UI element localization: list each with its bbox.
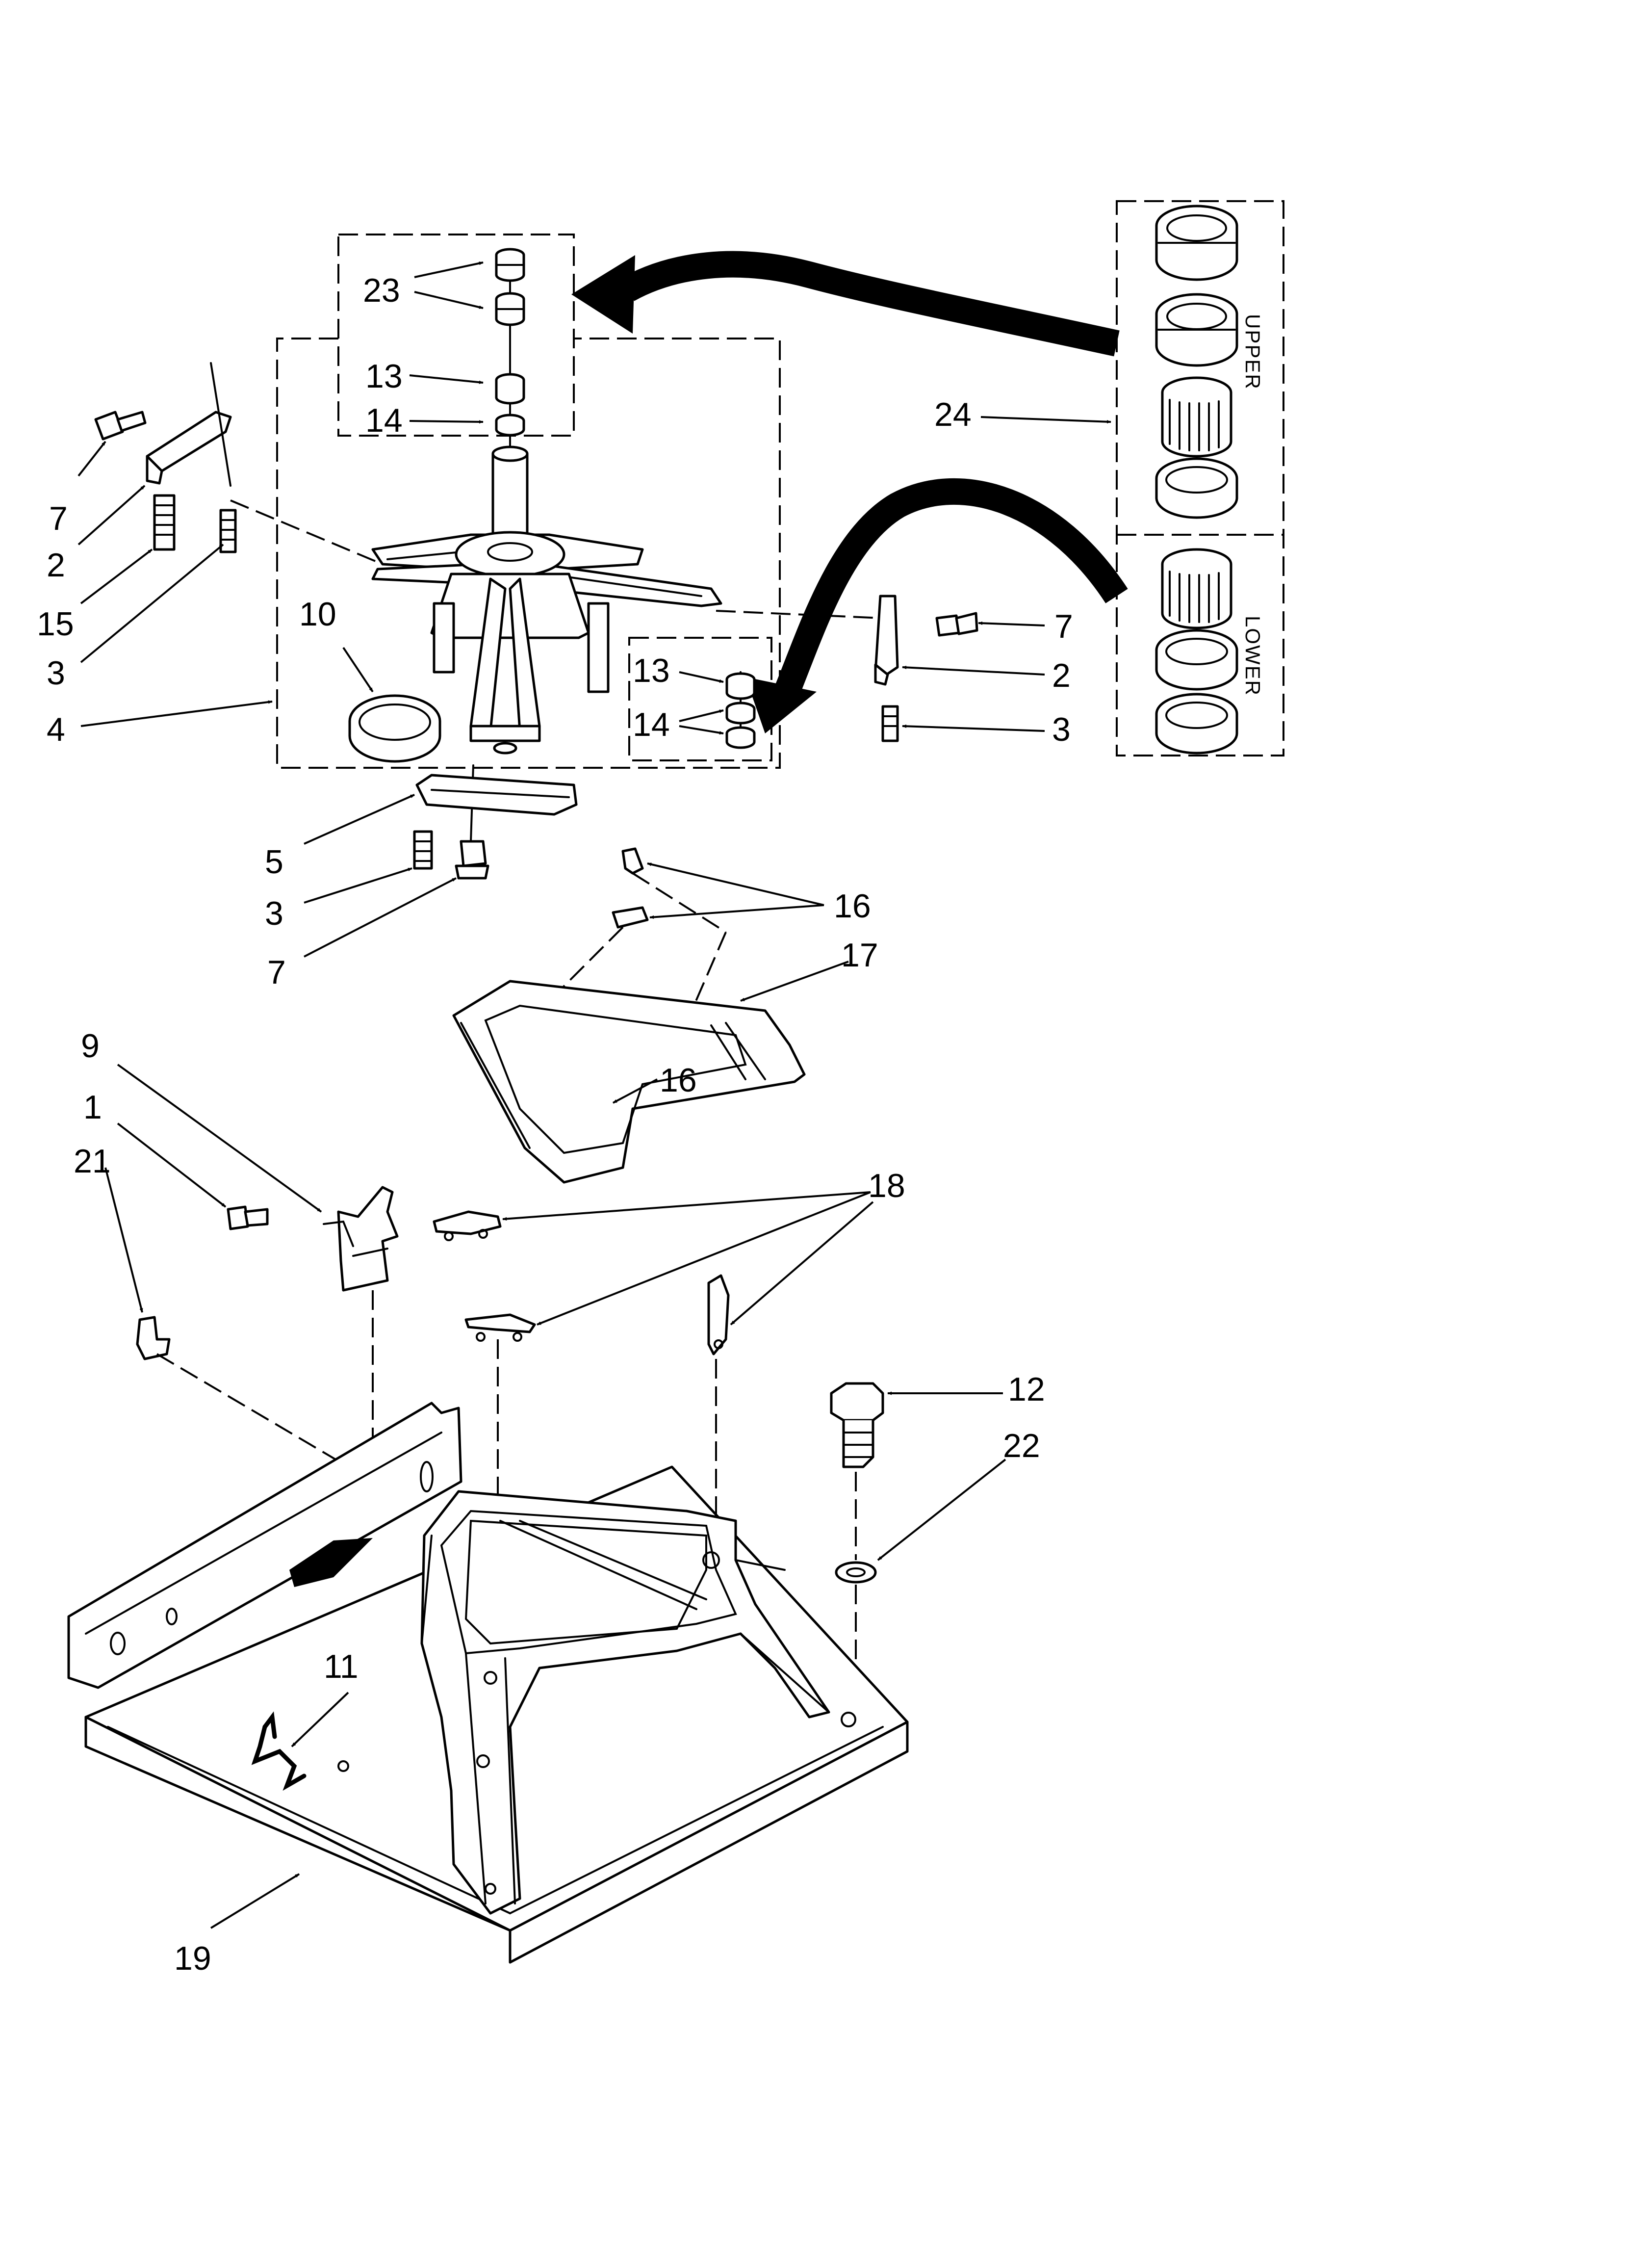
- bracket-2-right: [874, 595, 899, 686]
- bearing-race-lower-2: [1155, 693, 1238, 755]
- seal-ring: [348, 694, 441, 763]
- bushing-23-lower: [495, 292, 525, 326]
- washer-14-upper: [495, 414, 525, 437]
- clip-16-top: [621, 847, 644, 875]
- lower-kit-arrow: [745, 478, 1128, 733]
- callout-3-left: 3: [47, 654, 65, 692]
- left-bracket-dash: [230, 499, 383, 565]
- bracket-2-left: [146, 362, 232, 487]
- bearing-race-lower-1: [1155, 629, 1238, 691]
- upper-kit-arrow: [571, 251, 1120, 357]
- callout-10: 10: [299, 596, 336, 633]
- kit-label-lower: LOWER: [1241, 616, 1264, 696]
- callout-13-lower: 13: [633, 652, 670, 689]
- callout-12: 12: [1008, 1371, 1045, 1408]
- callout-3-right: 3: [1052, 711, 1071, 748]
- glide-18-a: [433, 1210, 502, 1241]
- clip21-to-base-dash: [156, 1353, 349, 1468]
- clip-dash-2: [676, 932, 727, 1045]
- spring-15: [153, 494, 176, 551]
- callout-18: 18: [868, 1167, 905, 1204]
- callout-7-lower: 7: [267, 954, 286, 991]
- callout-1: 1: [83, 1089, 102, 1126]
- callout-14-upper: 14: [365, 402, 403, 439]
- base-19: [67, 1402, 909, 1964]
- bearing-roller-upper: [1161, 376, 1232, 458]
- callout-5: 5: [265, 843, 283, 881]
- callout-22: 22: [1003, 1427, 1040, 1464]
- callout-15: 15: [37, 605, 74, 643]
- frame-17: [452, 980, 806, 1184]
- bearing-ring-upper-1: [1155, 205, 1238, 281]
- bushing-13-lower: [725, 672, 756, 700]
- glide-18-b: [464, 1313, 536, 1342]
- spring-3-right: [881, 705, 899, 742]
- screw-7-right: [935, 612, 978, 637]
- brace-5: [415, 774, 578, 816]
- spring-3-lower: [413, 830, 433, 870]
- callout-9: 9: [81, 1027, 100, 1065]
- callout-11: 11: [324, 1648, 359, 1685]
- callout-3-lower: 3: [265, 895, 283, 932]
- callout-24: 24: [934, 396, 972, 433]
- callout-16-lower: 16: [660, 1062, 697, 1099]
- bolt-12: [830, 1382, 884, 1468]
- callout-16-upper: 16: [834, 887, 871, 925]
- callout-13-upper: 13: [365, 358, 403, 395]
- bushing-13-upper: [495, 373, 525, 405]
- callout-23: 23: [363, 272, 400, 309]
- washer-22: [835, 1561, 877, 1584]
- transmission-assembly: [371, 445, 722, 755]
- screw-1: [227, 1205, 269, 1230]
- callout-19: 19: [174, 1940, 211, 1977]
- washer-14-lower-2: [725, 726, 756, 749]
- right-bracket-dash: [716, 610, 883, 619]
- callout-21: 21: [74, 1143, 111, 1180]
- washer-14-lower-1: [725, 702, 756, 725]
- clip-16-middle: [612, 906, 649, 929]
- clip-21: [136, 1316, 171, 1360]
- callout-17: 17: [841, 937, 878, 974]
- clip-dash-1: [632, 872, 727, 933]
- callout-4: 4: [47, 711, 65, 748]
- screw-7-upper-left: [94, 411, 147, 441]
- glide-18-c: [707, 1274, 730, 1356]
- callout-2-right: 2: [1052, 657, 1071, 694]
- bushing-23-upper: [495, 248, 525, 282]
- spring-3-upper-left: [219, 509, 237, 553]
- callout-numbers: 23 13 14 24 7 2 15 3 4 10 13 14 7 2 3 5 …: [37, 272, 1073, 1977]
- bearing-roller-lower: [1161, 548, 1232, 629]
- callout-14-lower: 14: [633, 706, 670, 743]
- screw-7-lower: [455, 840, 489, 880]
- leader-lines: [77, 261, 1111, 1929]
- kit-label-upper: UPPER: [1241, 314, 1264, 390]
- kit-box-top: [337, 234, 575, 437]
- clip-9: [323, 1186, 399, 1292]
- bearing-kit-box: [1116, 200, 1284, 756]
- kit-box-transmission: [276, 338, 781, 769]
- callout-2-left: 2: [47, 547, 65, 584]
- callout-7-right: 7: [1054, 608, 1073, 645]
- bearing-race-upper: [1155, 457, 1238, 519]
- bearing-ring-upper-2: [1155, 293, 1238, 367]
- wire-clip-11: [251, 1711, 307, 1791]
- callout-7-left: 7: [49, 500, 68, 537]
